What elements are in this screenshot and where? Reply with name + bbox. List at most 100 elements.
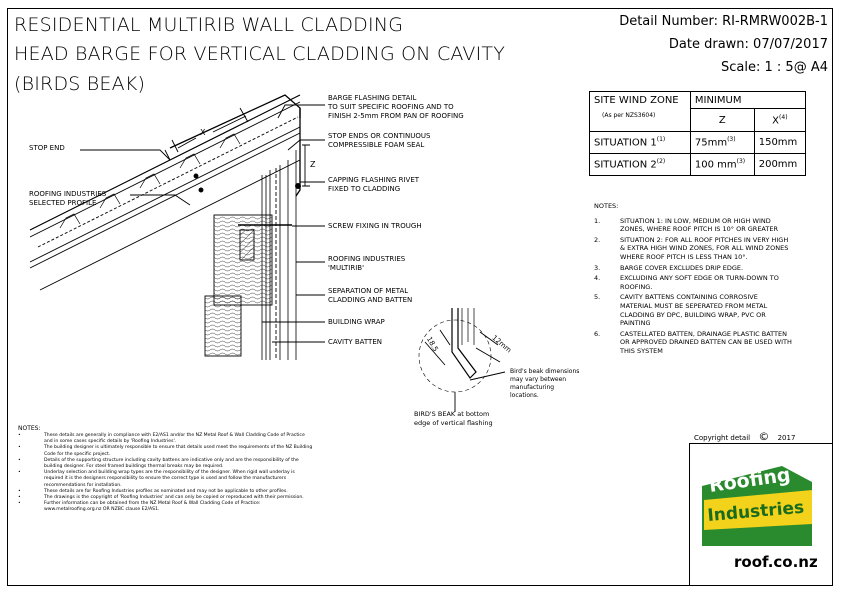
note-number: 2. [594, 235, 601, 244]
bullet-icon: • [18, 433, 21, 438]
list-item: PAINTING [594, 319, 830, 328]
label-multirib-2: 'MULTIRIB' [328, 264, 365, 272]
bullet-icon: • [18, 488, 21, 494]
list-item: WHERE ROOF PITCH IS LESS THAN 10°. [594, 253, 830, 262]
label-capping-2: FIXED TO CLADDING [328, 185, 401, 193]
label-stop-end: STOP END [29, 144, 65, 152]
note-text: and in some cases specific details by 'R… [44, 439, 177, 445]
table-row: SITUATION 1(1) 75mm(3) 150mm [589, 131, 807, 154]
note-text: PAINTING [620, 319, 651, 328]
note-text: The drawings is the copyright of 'Roofin… [44, 495, 304, 501]
detail-number: Detail Number: RI-RMRW002B-1 [619, 14, 828, 29]
note-text: MATERIAL MUST BE SEPERATED FROM METAL [620, 301, 768, 310]
situation-1-z-sup: (3) [727, 136, 736, 144]
label-screw: SCREW FIXING IN TROUGH [328, 222, 422, 230]
note-number: 4. [594, 274, 601, 283]
note-text: CASTELLATED BATTEN, DRAINAGE PLASTIC BAT… [620, 329, 787, 338]
list-item: ROOFING. [594, 283, 830, 292]
label-birds-dims-3: manufacturing [510, 384, 555, 391]
note-number: 3. [594, 263, 601, 272]
note-text: building designer. For steel framed buil… [44, 464, 224, 470]
minimum-header: MINIMUM [689, 90, 807, 110]
label-birds-dims-4: locations. [510, 392, 539, 399]
dim-z-label: Z [310, 160, 316, 169]
label-separation-1: SEPARATION OF METAL [328, 287, 409, 295]
table-row: SITUATION 2(2) 100 mm(3) 200mm [589, 153, 807, 176]
bullet-icon: • [18, 495, 21, 501]
list-item: 1. SITUATION 1: IN LOW, MEDIUM OR HIGH WI… [594, 217, 830, 226]
right-notes-list: 1. SITUATION 1: IN LOW, MEDIUM OR HIGH WI… [594, 217, 830, 358]
note-text: CLADDING BY DPC, BUILDING WRAP, PVC OR [620, 310, 766, 319]
label-capping: CAPPING FLASHING RIVET FIXED TO CLADDING [328, 176, 419, 194]
date-drawn: Date drawn: 07/07/2017 [668, 37, 828, 52]
situation-1-sup: (1) [656, 136, 666, 144]
note-text: OR APPROVED DRAINED BATTEN CAN BE USED W… [620, 338, 792, 347]
label-birds-dims-2: may vary between [510, 376, 567, 383]
list-item: ZONES, WHERE ROOF PITCH IS 10° OR GREATE… [594, 225, 830, 234]
label-wrap: BUILDING WRAP [328, 318, 385, 326]
dim-x-label: X [200, 128, 206, 137]
list-item: • The drawings is the copyright of 'Roofi… [18, 495, 413, 501]
wind-zone-title: SITE WIND ZONE [594, 95, 679, 106]
situation-2-x: 200mm [753, 153, 807, 176]
situation-2-z-text: 100 mm [694, 159, 737, 171]
note-text: BARGE COVER EXCLUDES DRIP EDGE. [620, 263, 744, 272]
note-text: WHERE ROOF PITCH IS LESS THAN 10°. [620, 252, 748, 261]
copyright-year: 2017 [777, 434, 796, 442]
list-item: •These details are for Roofing Industrie… [18, 489, 413, 495]
note-text: SITUATION 1: IN LOW, MEDIUM OR HIGH WIND [620, 216, 771, 225]
label-multirib: ROOFING INDUSTRIES 'MULTIRIB' [328, 255, 405, 273]
situation-2-label: SITUATION 2(2) [589, 153, 691, 176]
label-ri-profile: ROOFING INDUSTRIES SELECTED PROFILE [29, 190, 106, 208]
list-item: CLADDING BY DPC, BUILDING WRAP, PVC OR [594, 311, 830, 320]
list-item: 6. CASTELLATED BATTEN, DRAINAGE PLASTIC B… [594, 330, 830, 339]
note-text: Details of the supporting structure incl… [44, 457, 299, 463]
note-number: 1. [594, 216, 601, 225]
label-capping-1: CAPPING FLASHING RIVET [328, 176, 420, 184]
note-text: www.metalroofing.org.nz OR NZBC clause E… [44, 507, 160, 513]
note-text: required it is the designers responsibil… [44, 476, 287, 482]
bullet-icon [18, 507, 44, 513]
list-item: building designer. For steel framed buil… [18, 464, 413, 470]
label-barge-2: TO SUIT SPECIFIC ROOFING AND TO [328, 103, 454, 111]
note-number: 6. [594, 329, 601, 338]
label-barge-1: BARGE FLASHING DETAIL [328, 94, 417, 102]
situation-2-z-sup: (3) [736, 158, 746, 166]
note-number: 5. [594, 293, 601, 302]
label-ri-profile-2: SELECTED PROFILE [29, 199, 97, 207]
note-text: recommendations for installation. [44, 482, 122, 488]
list-item: 3. BARGE COVER EXCLUDES DRIP EDGE. [594, 264, 830, 273]
label-barge-flashing: BARGE FLASHING DETAIL TO SUIT SPECIFIC R… [328, 94, 464, 121]
logo-url: roof.co.nz [734, 553, 818, 571]
label-multirib-1: ROOFING INDUSTRIES [328, 255, 406, 263]
wind-zone-subtitle: (As per NZS3604) [602, 112, 656, 119]
label-cavity: CAVITY BATTEN [328, 338, 382, 346]
bullet-icon: • [18, 457, 21, 463]
list-item: • Details of the supporting structure inc… [18, 458, 413, 464]
situation-2-z: 100 mm(3) [689, 153, 755, 176]
roofing-industries-logo: Roofing Industries roof.co.nz [702, 464, 818, 571]
note-text: Underlay selection and building wrap typ… [44, 470, 295, 476]
note-text: ZONES, WHERE ROOF PITCH IS 10° OR GREATE… [620, 225, 778, 234]
situation-2-text: SITUATION 2 [594, 159, 657, 171]
wind-zone-table: SITE WIND ZONE (As per NZS3604) MINIMUM … [589, 90, 807, 176]
col-x-sup: (4) [779, 114, 788, 122]
bottom-notes: •These details are generally in complian… [18, 433, 413, 514]
list-item: www.metalroofing.org.nz OR NZBC clause E… [18, 507, 413, 513]
list-item: 4.EXCLUDING ANY SOFT EDGE OR TURN-DOWN T… [594, 274, 830, 283]
bottom-notes-heading: NOTES: [18, 425, 41, 432]
list-item: MATERIAL MUST BE SEPERATED FROM METAL [594, 302, 830, 311]
bullet-icon: • [18, 445, 21, 451]
note-text: Further information can be obtained from… [44, 501, 261, 507]
list-item: and in some cases specific details by 'R… [18, 439, 413, 445]
list-item: Code for the specific project. [18, 452, 413, 458]
list-item: 2.SITUATION 2: FOR ALL ROOF PITCHES IN V… [594, 236, 830, 245]
list-item: OR APPROVED DRAINED BATTEN CAN BE USED W… [594, 338, 830, 347]
title-line-3: (BIRDS BEAK) [14, 73, 146, 95]
label-separation: SEPARATION OF METAL CLADDING AND BATTEN [328, 287, 412, 305]
note-text: Code for the specific project. [44, 451, 111, 457]
label-birds-beak-1: BIRD'S BEAK at bottom [414, 410, 490, 418]
list-item: recommendations for installation. [18, 483, 413, 489]
bullet-icon: • [18, 501, 21, 507]
